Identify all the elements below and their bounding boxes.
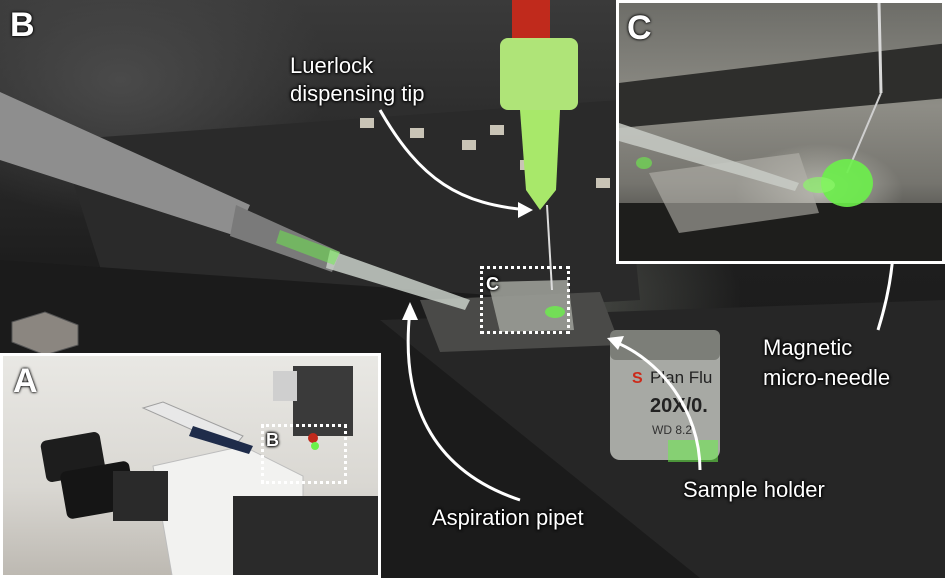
sample-fluorescence <box>545 306 565 318</box>
luerlock-hub <box>500 38 578 110</box>
stage-slot <box>360 118 374 128</box>
luerlock-arrowhead <box>518 202 533 218</box>
stage-slot <box>462 140 476 150</box>
pipette-body <box>0 92 250 236</box>
stage-plate-back <box>60 100 640 330</box>
sample-holder-arrowhead <box>607 336 624 350</box>
panel-c-scene <box>619 3 942 261</box>
fluorescent-tail <box>803 177 835 193</box>
panel-a-label: A <box>13 362 38 400</box>
stage-slot <box>490 125 504 135</box>
glass-surface <box>649 153 819 233</box>
aspiration-arrow <box>406 309 521 502</box>
green-tip <box>311 442 319 450</box>
region-c-box <box>480 266 570 334</box>
sample-holder-arrow <box>614 340 702 471</box>
sample-holder-label: Sample holder <box>683 477 825 502</box>
magnetic-label-line2: micro-needle <box>763 365 891 390</box>
sample-dish <box>488 280 574 332</box>
dispensing-needle <box>546 204 553 291</box>
objective-magnification: 20X/0. <box>650 395 708 417</box>
dispensing-tip <box>520 110 560 210</box>
stage-slot <box>596 178 610 188</box>
aspiration-pipet-tip <box>326 250 470 310</box>
objective-wd: WD 8.2 <box>652 423 692 437</box>
panel-c-inset: C <box>616 0 945 264</box>
stage-knob <box>11 311 79 356</box>
region-b-box-label: B <box>266 430 279 450</box>
objective-brand: Plan Flu <box>650 368 712 387</box>
panel-a-inset: A B <box>0 353 381 578</box>
pipet-glow <box>276 230 340 265</box>
panel-a-scene <box>40 366 378 575</box>
syringe-barrel <box>512 0 550 40</box>
luerlock-arrow <box>378 109 531 212</box>
aspiration-pipet-closeup <box>619 123 799 191</box>
aspiration-arrowhead <box>402 302 418 320</box>
luerlock-label-line2: dispensing tip <box>290 81 425 106</box>
fluorescent-sample <box>821 159 873 207</box>
magnetic-label-line1: Magnetic <box>763 335 853 360</box>
illuminator-mount <box>273 371 297 401</box>
panel-c-label: C <box>627 9 652 47</box>
objective-glow <box>668 440 718 462</box>
eyepiece-holder <box>113 471 168 521</box>
fluorescent-dot <box>636 157 652 169</box>
panel-b-label: B <box>10 6 35 44</box>
objective-top <box>610 330 720 360</box>
objective-brand-s: S <box>632 370 643 387</box>
magnetic-needle-shaft <box>877 3 883 94</box>
pipette-band <box>189 426 253 454</box>
aspiration-pipet-label: Aspiration pipet <box>432 505 584 530</box>
stage-slot <box>410 128 424 138</box>
region-c-box-label: C <box>486 274 499 294</box>
luerlock-label-line1: Luerlock <box>290 53 374 78</box>
stage-frame-top <box>619 43 942 128</box>
red-syringe-tip <box>308 433 318 443</box>
region-b-box <box>261 424 347 484</box>
microscope-stage-dark <box>233 496 378 575</box>
